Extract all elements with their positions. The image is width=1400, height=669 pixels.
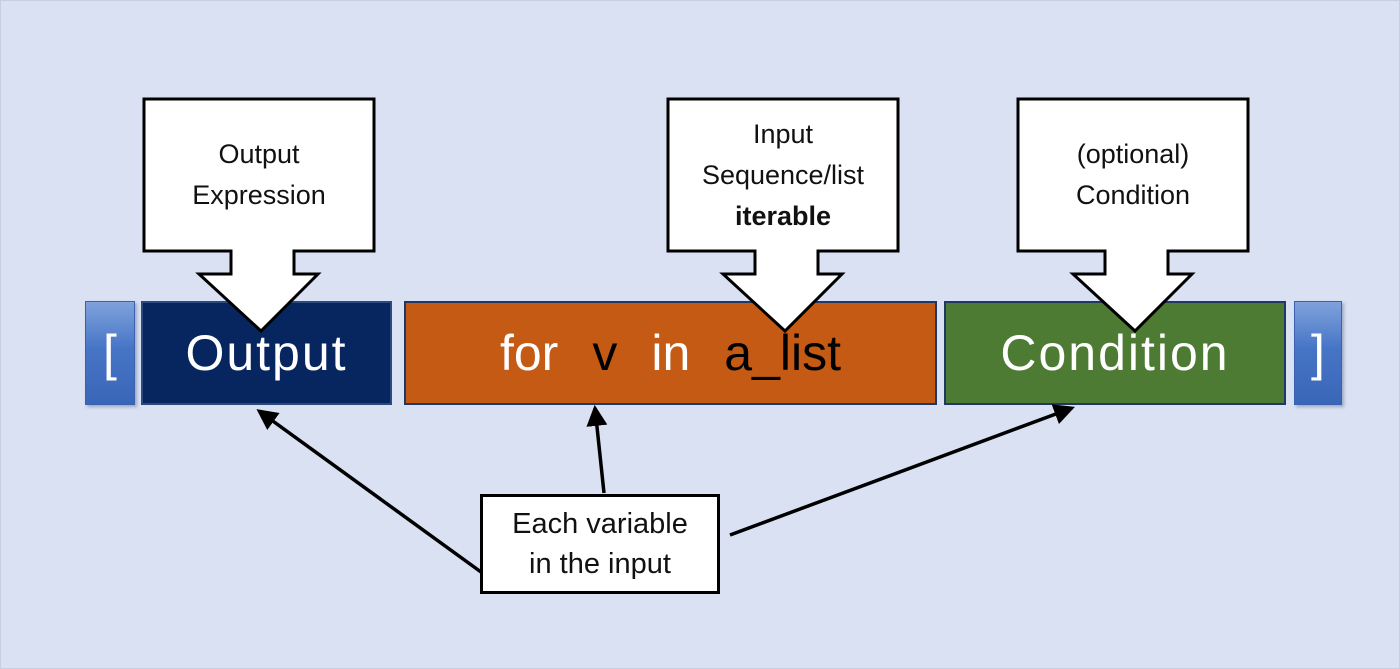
callout-output-expression: Output Expression xyxy=(142,97,376,334)
callout-line: Input xyxy=(752,118,814,149)
condition-box: Condition xyxy=(944,301,1286,405)
callout-input-sequence: Input Sequence/list iterable xyxy=(666,97,900,334)
callout-optional-condition-text: (optional) Condition xyxy=(1018,99,1248,251)
output-box-label: Output xyxy=(185,325,348,381)
callout-optional-condition: (optional) Condition xyxy=(1016,97,1250,334)
open-bracket-glyph: [ xyxy=(103,325,117,381)
arrow-to-output xyxy=(256,409,483,574)
note-line: Each variable xyxy=(512,508,688,540)
iterable-name: a_list xyxy=(724,325,841,381)
callout-input-sequence-text: Input Sequence/list iterable xyxy=(668,99,898,251)
open-bracket-box: [ xyxy=(85,301,135,405)
callout-output-expression-text: Output Expression xyxy=(144,99,374,251)
callout-line: (optional) xyxy=(1076,139,1190,169)
down-arrow-callout-shape xyxy=(666,97,900,334)
callout-line: Output xyxy=(218,139,300,169)
for-clause-box: for v in a_list xyxy=(404,301,937,405)
callout-line: Expression xyxy=(192,180,326,210)
callout-line: Sequence/list xyxy=(701,159,865,190)
down-arrow-callout-shape xyxy=(1016,97,1250,334)
note-line: in the input xyxy=(529,548,671,580)
arrow-to-variable xyxy=(586,404,608,494)
close-bracket-box: ] xyxy=(1294,301,1342,405)
condition-box-label: Condition xyxy=(1000,325,1230,381)
for-keyword: for xyxy=(499,325,559,381)
output-box: Output xyxy=(141,301,392,405)
down-arrow-callout-shape xyxy=(142,97,376,334)
callout-line: Condition xyxy=(1075,180,1191,210)
loop-variable: v xyxy=(592,325,618,381)
in-keyword: in xyxy=(651,325,691,381)
arrow-to-condition xyxy=(729,404,1075,537)
callout-line-iterable: iterable xyxy=(734,200,832,231)
close-bracket-glyph: ] xyxy=(1311,325,1325,381)
each-variable-note: Each variable in the input xyxy=(480,494,720,594)
